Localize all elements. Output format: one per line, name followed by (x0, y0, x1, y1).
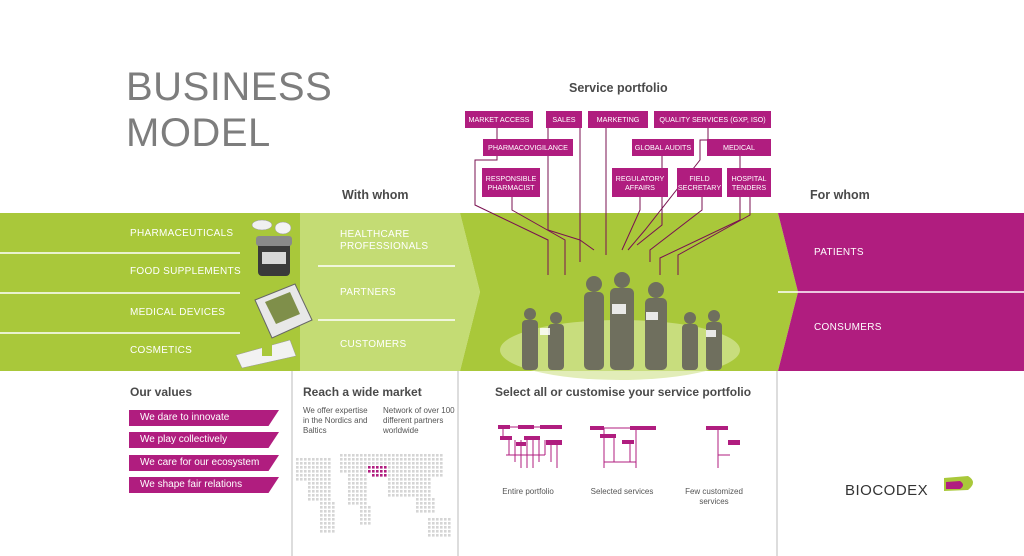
world-map (296, 454, 451, 537)
service-regulatory-affairs: REGULATORY AFFAIRS (612, 168, 668, 197)
service-portfolio-heading: Service portfolio (569, 81, 668, 95)
title-line-2: MODEL (126, 111, 271, 155)
supplement-jar-icon (256, 236, 292, 276)
for-whom-consumers: CONSUMERS (814, 322, 882, 333)
for-whom-heading: For whom (810, 188, 870, 202)
cosmetics-tube-icon (235, 339, 297, 369)
with-whom-band (300, 213, 480, 371)
biocodex-logo-mark (944, 476, 973, 491)
brand-name: BIOCODEX (845, 482, 929, 499)
values-heading: Our values (130, 385, 193, 399)
few-services-label: Few customized services (685, 487, 743, 506)
with-whom-healthcare: HEALTHCARE PROFESSIONALS (340, 229, 429, 252)
value-ecosystem: We care for our ecosystem (129, 455, 279, 471)
title-line-1: BUSINESS (126, 65, 333, 109)
product-pharmaceuticals: PHARMACEUTICALS (130, 228, 234, 239)
service-marketing: MARKETING (588, 111, 648, 128)
service-global-audits: GLOBAL AUDITS (632, 139, 694, 156)
pills-icon (251, 219, 292, 235)
product-food-supplements: FOOD SUPPLEMENTS (130, 266, 241, 277)
product-medical-devices: MEDICAL DEVICES (130, 307, 226, 318)
with-whom-customers: CUSTOMERS (340, 339, 407, 350)
selected-services-diagram (590, 427, 655, 468)
medical-device-icon (254, 283, 313, 339)
service-responsible-pharmacist: RESPONSIBLE PHARMACIST (482, 168, 540, 197)
market-network-text: Network of over 100 different partners w… (383, 406, 455, 435)
with-whom-heading: With whom (342, 188, 409, 202)
page-title: BUSINESS MODEL (126, 64, 332, 156)
value-collectively: We play collectively (129, 432, 279, 448)
selected-services-label: Selected services (590, 487, 654, 496)
product-cosmetics: COSMETICS (130, 345, 193, 356)
market-expertise-text: We offer expertise in the Nordics and Ba… (303, 406, 368, 435)
service-field-secretary: FIELD SECRETARY (677, 168, 722, 197)
products-band (0, 213, 300, 371)
service-pharmacovigilance: PHARMACOVIGILANCE (483, 139, 573, 156)
with-whom-partners: PARTNERS (340, 287, 396, 298)
few-services-diagram (706, 427, 730, 468)
portfolio-heading: Select all or customise your service por… (495, 385, 752, 399)
service-quality: QUALITY SERVICES (GXP, ISO) (654, 111, 771, 128)
service-market-access: MARKET ACCESS (465, 111, 533, 128)
service-connectors (474, 128, 751, 275)
value-fair-relations: We shape fair relations (129, 477, 279, 493)
for-whom-patients: PATIENTS (814, 247, 864, 258)
entire-portfolio-diagram (500, 426, 560, 468)
market-heading: Reach a wide market (303, 385, 422, 399)
service-hospital-tenders: HOSPITAL TENDERS (727, 168, 771, 197)
service-sales: SALES (546, 111, 582, 128)
entire-portfolio-label: Entire portfolio (502, 487, 554, 496)
service-medical: MEDICAL (707, 139, 771, 156)
value-innovate: We dare to innovate (129, 410, 279, 426)
